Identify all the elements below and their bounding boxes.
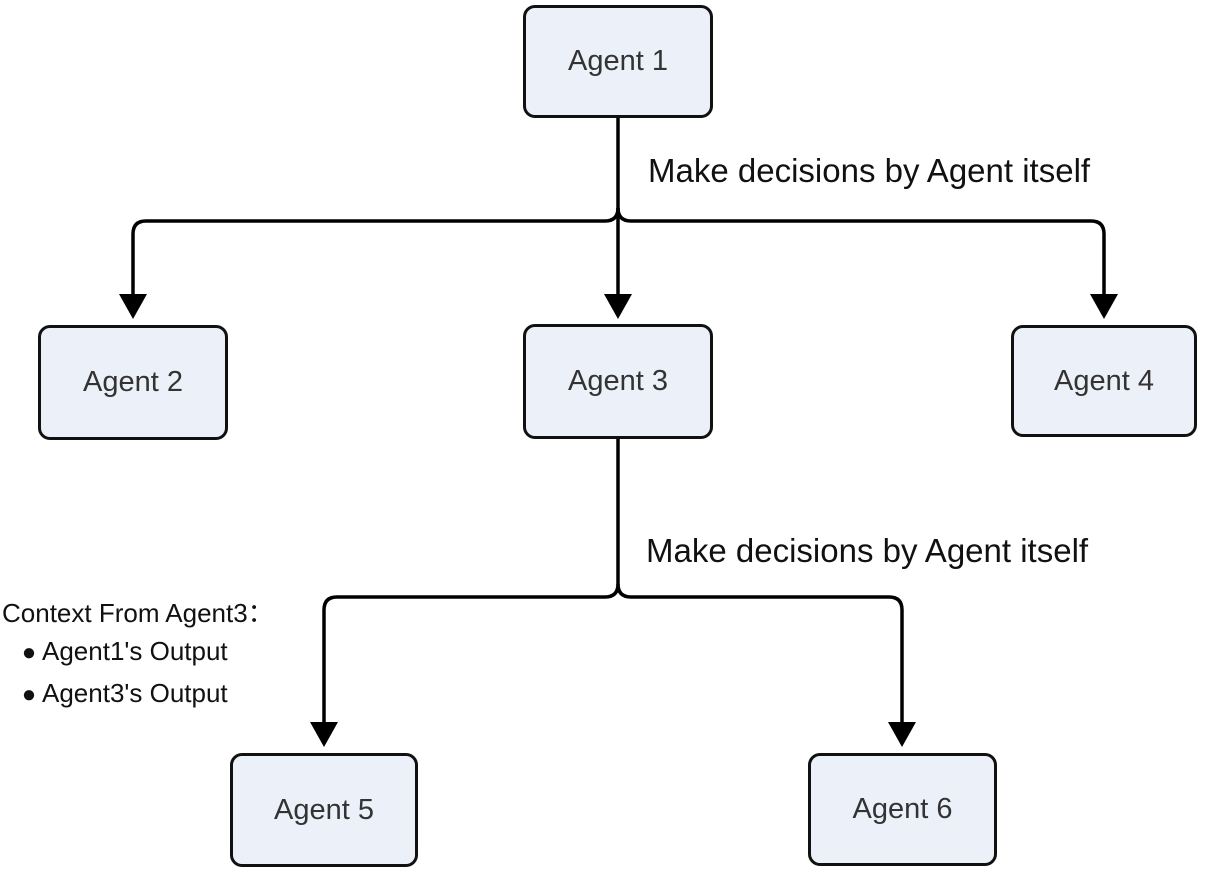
node-label: Agent 4	[1054, 364, 1154, 397]
note-item: ● Agent3's Output	[2, 673, 274, 715]
node-label: Agent 6	[852, 793, 953, 825]
edge-agent3-agent6	[616, 583, 916, 747]
edge-line	[616, 583, 904, 723]
bullet-icon: ●	[21, 639, 37, 666]
edge-line	[322, 439, 620, 723]
context-note: Context From Agent3： ● Agent1's Output ●…	[2, 595, 274, 715]
node-agent-3: Agent 3	[523, 324, 713, 439]
edge-agent1-agent2	[119, 207, 620, 319]
node-agent-5: Agent 5	[230, 753, 418, 867]
note-item: ● Agent1's Output	[2, 631, 274, 673]
edge-agent3-agent5	[310, 439, 620, 747]
note-item-text: Agent1's Output	[42, 636, 228, 666]
arrowhead-agent4	[1090, 294, 1118, 319]
node-agent-6: Agent 6	[808, 753, 997, 866]
node-label: Agent 5	[274, 793, 374, 826]
edge-line	[131, 207, 620, 295]
arrowhead-agent6	[888, 722, 916, 747]
arrowhead-agent2	[119, 294, 147, 319]
edge-agent1-agent3	[604, 118, 632, 319]
node-label: Agent 2	[83, 366, 183, 398]
node-agent-4: Agent 4	[1011, 325, 1197, 437]
arrowhead-agent3	[604, 294, 632, 319]
node-label: Agent 1	[568, 45, 668, 77]
note-title: Context From Agent3：	[2, 598, 274, 628]
edge-agent1-agent4	[616, 207, 1118, 319]
node-agent-1: Agent 1	[523, 5, 713, 118]
edge-label-make-decisions-bottom: Make decisions by Agent itself	[646, 532, 1089, 569]
arrowhead-agent5	[310, 722, 338, 747]
edge-label-make-decisions-top: Make decisions by Agent itself	[648, 152, 1091, 189]
note-item-text: Agent3's Output	[42, 678, 228, 708]
node-agent-2: Agent 2	[38, 325, 228, 440]
node-label: Agent 3	[568, 365, 668, 397]
edge-line	[616, 207, 1106, 295]
bullet-icon: ●	[21, 681, 37, 708]
